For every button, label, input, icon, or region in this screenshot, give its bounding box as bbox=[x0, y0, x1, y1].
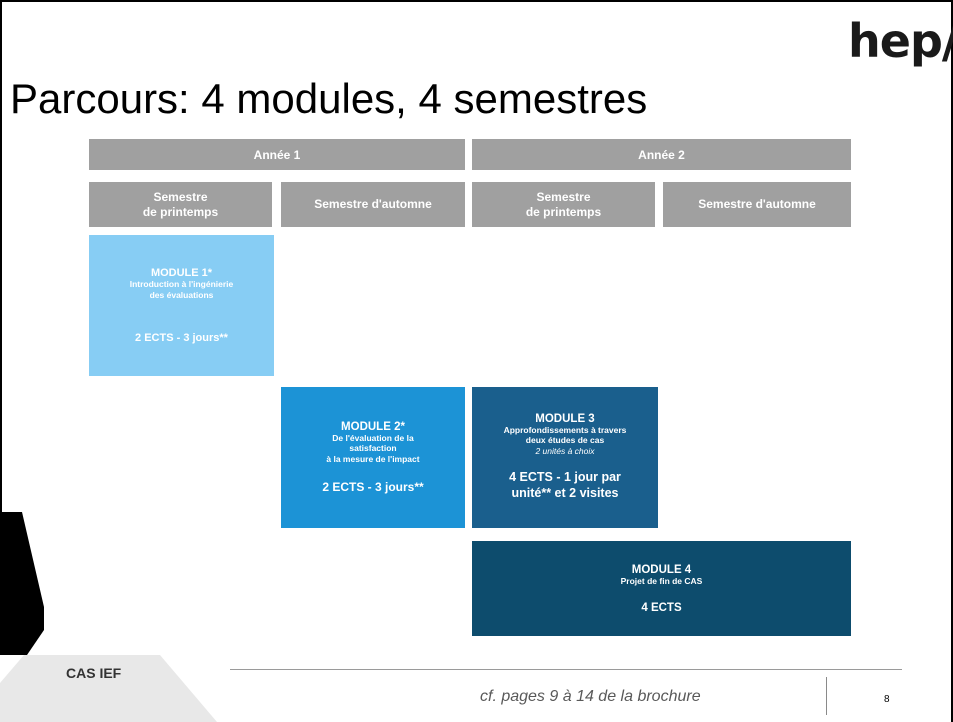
module-1-ects: 2 ECTS - 3 jours** bbox=[135, 332, 228, 345]
footer-separator bbox=[826, 677, 827, 715]
module-1-desc-line: Introduction à l'ingénierie bbox=[129, 278, 234, 289]
slide-title: Parcours: 4 modules, 4 semestres bbox=[10, 75, 648, 122]
footer-divider bbox=[230, 669, 902, 670]
course-label: CAS IEF bbox=[66, 665, 122, 681]
semester-2-header: Semestre d'automne bbox=[281, 182, 465, 227]
semester-4-line1: Semestre d'automne bbox=[698, 197, 816, 212]
page-number: 8 bbox=[884, 694, 890, 705]
module-2-box: MODULE 2* De l'évaluation de la satisfac… bbox=[281, 387, 465, 528]
module-2-desc-line: à la mesure de l'impact bbox=[326, 453, 420, 464]
year-2-header: Année 2 bbox=[472, 139, 851, 170]
slide-border-right bbox=[951, 0, 953, 722]
brochure-reference: cf. pages 9 à 14 de la brochure bbox=[480, 688, 701, 705]
module-1-desc-line: des évaluations bbox=[149, 289, 214, 300]
module-1-box: MODULE 1* Introduction à l'ingénierie de… bbox=[89, 235, 274, 376]
module-3-ects-line: 4 ECTS - 1 jour par bbox=[509, 469, 621, 484]
slide-border-left bbox=[0, 0, 2, 722]
module-4-desc: Projet de fin de CAS bbox=[620, 575, 703, 586]
semester-4-header: Semestre d'automne bbox=[663, 182, 851, 227]
semester-2-line1: Semestre d'automne bbox=[314, 197, 432, 212]
module-3-box: MODULE 3 Approfondissements à travers de… bbox=[472, 387, 658, 528]
module-4-title: MODULE 4 bbox=[631, 563, 692, 576]
module-3-desc-line: deux études de cas bbox=[525, 435, 605, 446]
hep-logo: hep/ bbox=[848, 14, 953, 68]
module-3-choice-note: 2 unités à choix bbox=[535, 445, 595, 456]
year-1-header: Année 1 bbox=[89, 139, 465, 170]
module-2-desc-line: satisfaction bbox=[349, 443, 397, 454]
footer-corner-shape bbox=[0, 655, 217, 722]
module-2-ects: 2 ECTS - 3 jours** bbox=[322, 480, 424, 495]
module-3-ects-line: unité** et 2 visites bbox=[511, 486, 619, 501]
module-2-desc-line: De l'évaluation de la bbox=[332, 432, 414, 443]
semester-3-line1: Semestre bbox=[536, 190, 591, 205]
semester-3-line2: de printemps bbox=[525, 204, 602, 219]
module-4-ects: 4 ECTS bbox=[641, 601, 682, 614]
semester-1-line2: de printemps bbox=[142, 204, 219, 219]
slide-border-top bbox=[0, 0, 953, 2]
semester-1-line1: Semestre bbox=[153, 190, 208, 205]
module-3-desc-line: Approfondissements à travers bbox=[503, 424, 627, 435]
module-2-title: MODULE 2* bbox=[341, 420, 405, 433]
module-1-title: MODULE 1* bbox=[150, 266, 213, 279]
decorative-black-shape bbox=[0, 512, 44, 680]
module-4-box: MODULE 4 Projet de fin de CAS 4 ECTS bbox=[472, 541, 851, 636]
module-3-title: MODULE 3 bbox=[535, 412, 595, 425]
